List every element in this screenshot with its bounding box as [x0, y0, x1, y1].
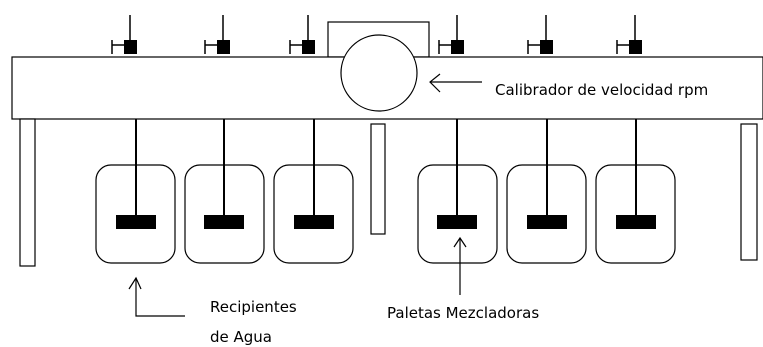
mixing-paddles-label: Paletas Mezcladoras — [387, 304, 540, 322]
support-leg — [740, 123, 758, 261]
shaft-clamp — [204, 15, 230, 54]
shaft-clamp — [616, 15, 642, 54]
mixing-paddle — [294, 215, 334, 229]
speed-calibrator-dial — [340, 34, 418, 112]
speed-calibrator-label: Calibrador de velocidad rpm — [495, 81, 709, 99]
water-containers-label-line1: Recipientes — [210, 298, 297, 316]
shaft-clamp — [438, 15, 464, 54]
water-containers-label-line2: de Agua — [210, 328, 272, 346]
mixing-paddle — [116, 215, 156, 229]
paddles-arrow — [453, 236, 467, 295]
mixing-paddle — [616, 215, 656, 229]
calibrator-arrow — [429, 73, 482, 93]
support-leg — [19, 118, 36, 267]
shaft-clamp — [527, 15, 553, 54]
support-leg — [370, 123, 386, 235]
shaft-clamp — [111, 15, 137, 54]
mixer-shafts — [135, 119, 637, 215]
shaft-clamp — [289, 15, 315, 54]
mixing-paddle — [437, 215, 477, 229]
containers-arrow — [128, 276, 185, 317]
mixing-paddle — [527, 215, 567, 229]
mixing-paddle — [204, 215, 244, 229]
